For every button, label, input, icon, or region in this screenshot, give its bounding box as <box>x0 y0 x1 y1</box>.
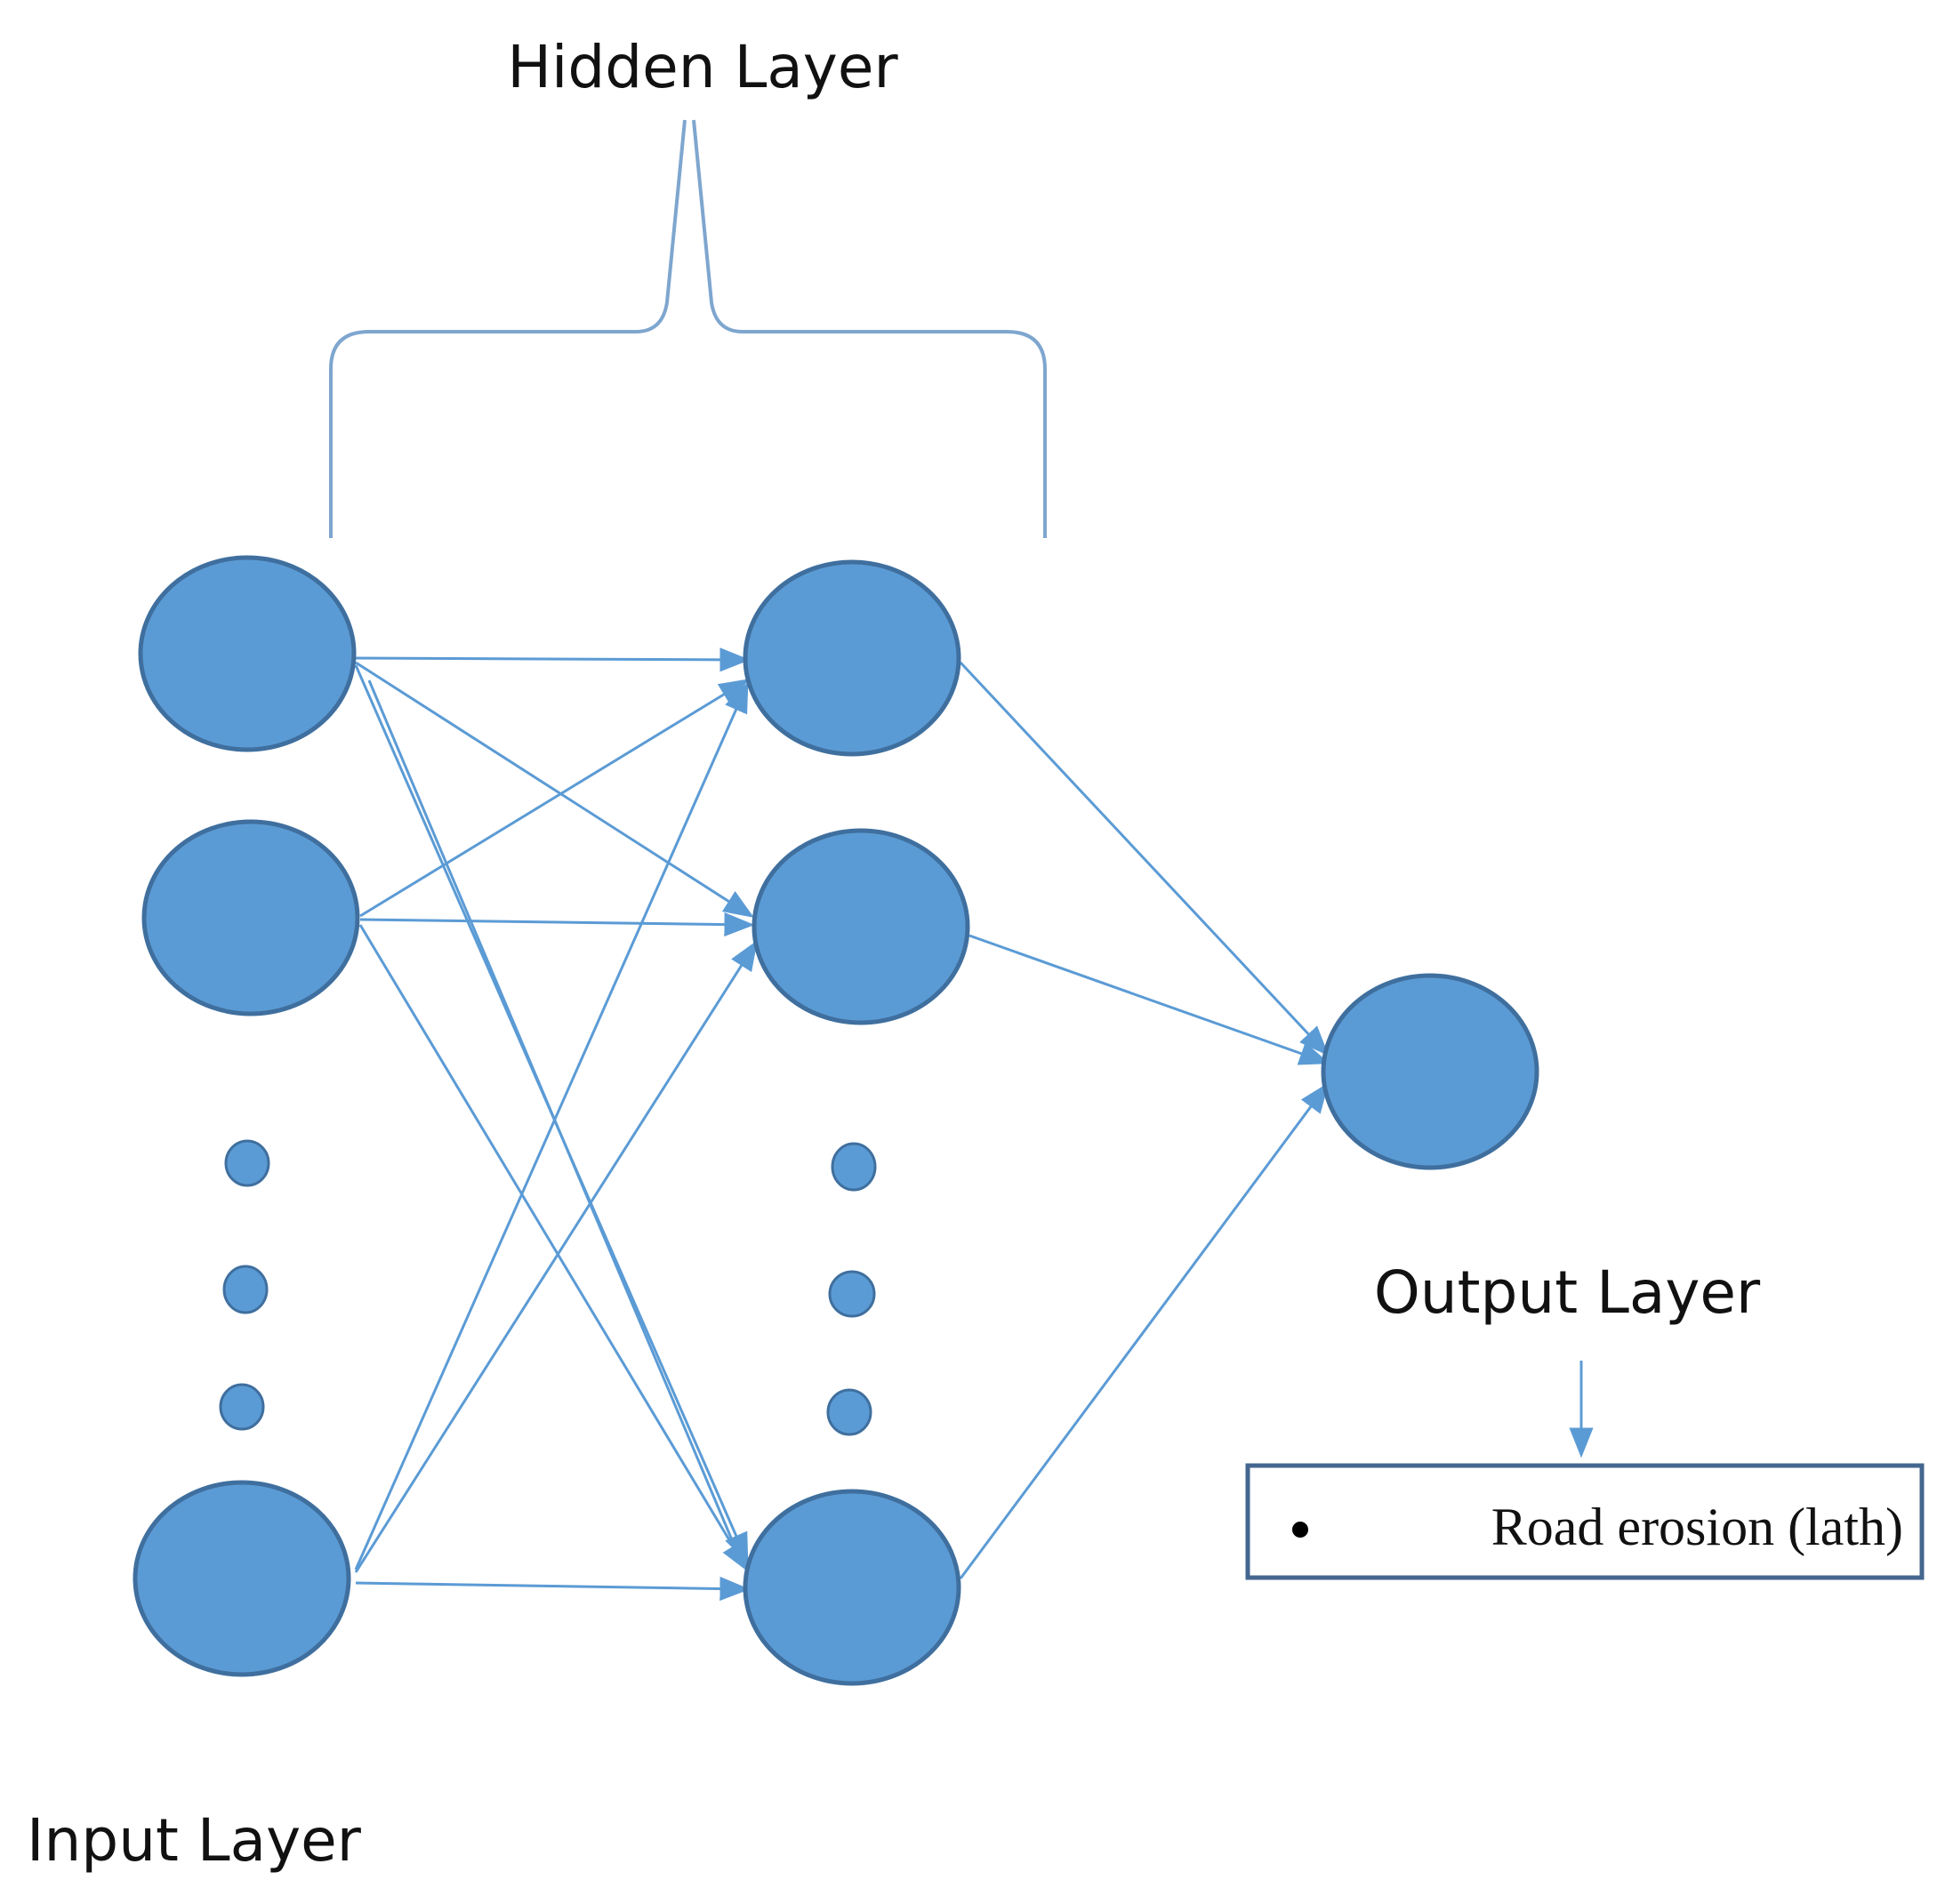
edge-i3-h1 <box>354 681 749 1571</box>
hidden-ellipsis-dot-3 <box>826 1388 872 1436</box>
bullet-point <box>1292 1522 1308 1538</box>
edge-i2-h3 <box>358 924 749 1572</box>
output-layer-label: Output Layer <box>1374 1258 1761 1327</box>
edge-i3-h3 <box>355 1576 751 1602</box>
hidden-to-output-connections <box>959 661 1330 1579</box>
edge-i2-h1 <box>359 679 750 918</box>
hidden-node-1 <box>743 559 961 757</box>
input-layer-nodes <box>133 555 360 1677</box>
output-node <box>1321 973 1539 1170</box>
input-ellipsis-dot-1 <box>224 1139 270 1187</box>
input-node-3 <box>133 1480 351 1677</box>
edge-i2-h2 <box>359 912 755 937</box>
hidden-ellipsis-dot-1 <box>831 1142 877 1192</box>
edge-h2-out <box>968 934 1330 1065</box>
edge-i1-h2 <box>355 661 754 918</box>
hidden-layer-label: Hidden Layer <box>507 33 898 101</box>
hidden-layer-nodes <box>743 559 970 1686</box>
output-box <box>1245 1463 1925 1580</box>
edge-i1-h3b <box>367 679 744 1566</box>
hidden-node-3 <box>743 1489 961 1686</box>
input-layer-label: Input Layer <box>27 1806 362 1875</box>
edge-i3-h2 <box>354 940 758 1573</box>
input-to-hidden-connections <box>354 647 758 1602</box>
input-node-1 <box>138 555 357 752</box>
edge-h3-out <box>959 1082 1330 1579</box>
edge-i1-h1 <box>355 647 751 672</box>
input-node-2 <box>141 819 360 1016</box>
output-box-text: Road erosion (lath) <box>1491 1498 1903 1556</box>
hidden-ellipsis-dot-2 <box>828 1270 876 1318</box>
input-ellipsis-dot-3 <box>219 1383 265 1431</box>
hidden-layer-bracket <box>329 119 1047 538</box>
edge-h1-out <box>959 661 1330 1056</box>
hidden-node-2 <box>751 828 970 1025</box>
input-ellipsis-dot-2 <box>222 1265 269 1314</box>
